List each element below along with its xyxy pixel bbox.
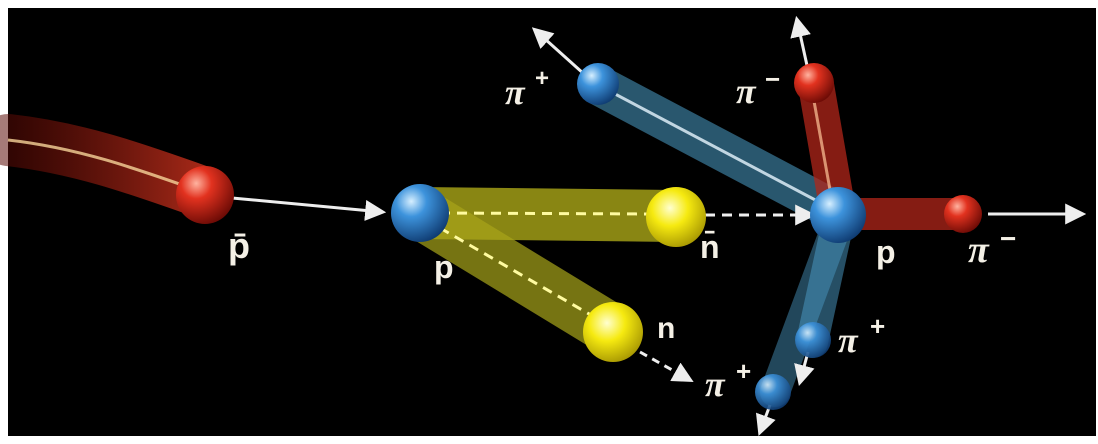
antineutron-dashed-line	[439, 211, 651, 216]
pion-minus-right-sphere	[944, 195, 982, 233]
neutron-arrow	[639, 350, 694, 383]
pion-minus-right-charge: −	[1000, 223, 1016, 254]
pion-plus-bottom-label: π	[705, 364, 726, 404]
pion-plus-top-charge: +	[535, 65, 549, 92]
pion-minus-top-charge: −	[765, 64, 780, 94]
neutron-label: n	[657, 312, 675, 345]
pion-plus-mid-label: π	[838, 320, 859, 360]
pion-minus-top-label: π	[736, 71, 757, 111]
pion-plus-top-track-highlight	[597, 83, 839, 214]
proton-right-sphere	[810, 187, 866, 243]
antineutron-label: n̄	[700, 229, 720, 265]
pion-plus-top-sphere	[577, 63, 619, 105]
antiproton-arrow	[231, 196, 387, 221]
pion-plus-bottom-track	[760, 207, 853, 407]
pion-plus-mid-charge: +	[870, 311, 885, 341]
antiproton-label: p̄	[228, 225, 250, 266]
pion-plus-top-label: π	[505, 72, 526, 112]
neutron-sphere	[583, 302, 643, 362]
neutron-dashed-line	[439, 226, 597, 320]
pion-minus-right-label: π	[968, 229, 990, 271]
pion-minus-top-arrow	[790, 15, 811, 71]
pion-minus-top-sphere	[794, 63, 834, 103]
proton-left-sphere	[391, 184, 449, 242]
pion-plus-mid-sphere	[795, 322, 831, 358]
pion-plus-top-arrow	[531, 27, 586, 76]
pion-plus-bottom-charge: +	[736, 356, 751, 386]
pion-plus-bottom-arrow	[755, 404, 776, 436]
pion-plus-bottom-sphere	[755, 374, 791, 410]
proton-right-label: p	[876, 234, 896, 270]
antineutron-sphere	[646, 187, 706, 247]
proton-left-label: p	[434, 249, 454, 285]
antiproton-sphere	[176, 166, 234, 224]
pion-plus-mid-arrow	[794, 351, 815, 387]
